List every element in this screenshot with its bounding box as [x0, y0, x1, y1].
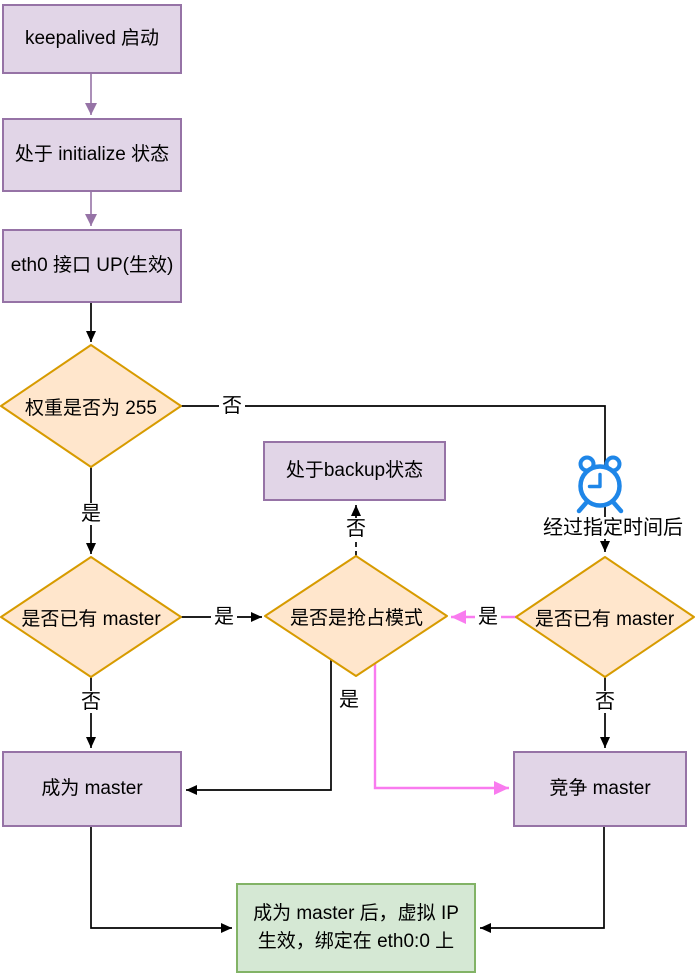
edge-preempt-yes-become	[186, 658, 332, 795]
alarm-clock-icon	[576, 455, 624, 514]
has-master-left-diamond	[0, 556, 182, 678]
edge-become-vip	[90, 827, 232, 933]
edge-label-right-master-no: 否	[592, 691, 618, 713]
initialize-state-node: 处于 initialize 状态	[2, 118, 182, 192]
edge-compete-vip	[480, 827, 605, 933]
backup-state-label: 处于backup状态	[285, 460, 424, 482]
vip-bind-node: 成为 master 后，虚拟 IP 生效，绑定在 eth0:0 上	[236, 883, 476, 973]
timer-wait-label: 经过指定时间后	[540, 517, 686, 539]
edge-preempt-compete	[373, 662, 509, 795]
weight-check-diamond	[0, 344, 182, 468]
preempt-mode-diamond	[264, 555, 448, 677]
edge-label-preempt-no: 否	[343, 518, 369, 540]
edge-label-left-master-yes: 是	[211, 606, 237, 628]
initialize-state-label: 处于 initialize 状态	[14, 144, 170, 166]
backup-state-node: 处于backup状态	[263, 441, 446, 501]
start-node: keepalived 启动	[2, 4, 182, 74]
edge-label-weight-yes: 是	[78, 503, 104, 525]
edge-label-right-master-yes: 是	[475, 606, 501, 628]
vip-bind-line2: 生效，绑定在 eth0:0 上	[257, 931, 455, 952]
start-node-label: keepalived 启动	[24, 28, 160, 50]
has-master-right-diamond	[515, 556, 695, 678]
edge-label-weight-no: 否	[219, 395, 245, 417]
become-master-label: 成为 master	[41, 778, 143, 800]
compete-master-label: 竞争 master	[549, 778, 651, 800]
become-master-node: 成为 master	[2, 751, 182, 827]
compete-master-node: 竞争 master	[513, 751, 687, 827]
edge-label-preempt-yes: 是	[336, 689, 362, 711]
vip-bind-line1: 成为 master 后，虚拟 IP	[253, 902, 459, 924]
edge-label-left-master-no: 否	[78, 691, 104, 713]
eth0-up-label: eth0 接口 UP(生效)	[10, 255, 174, 277]
eth0-up-node: eth0 接口 UP(生效)	[2, 229, 182, 303]
